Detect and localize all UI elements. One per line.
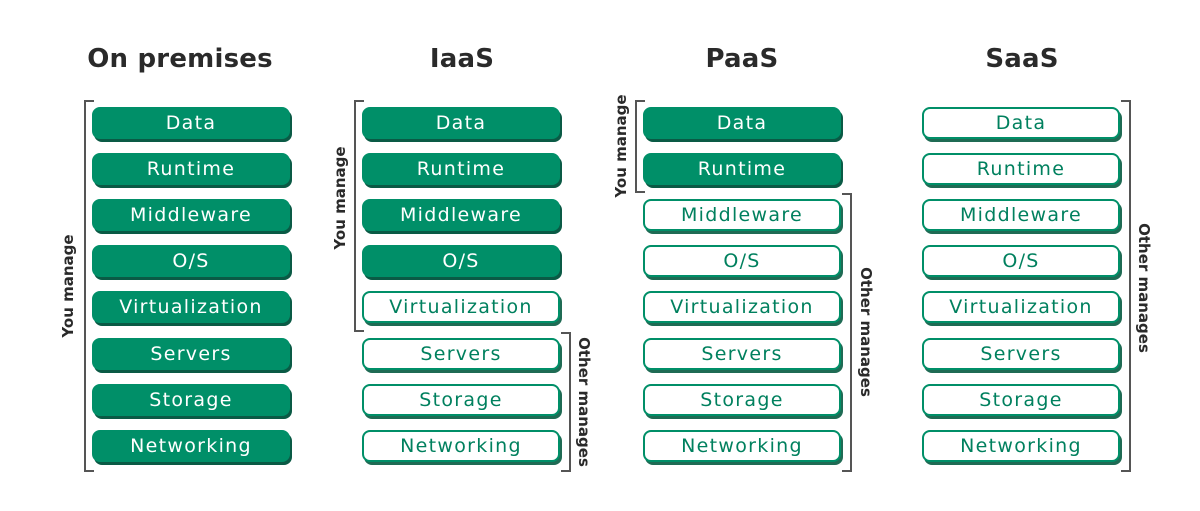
layer-runtime: Runtime <box>362 153 560 185</box>
layer-storage: Storage <box>643 384 841 416</box>
other-manages-label-saas: Other manages <box>1135 223 1153 353</box>
you-manage-bracket-iaas <box>354 100 364 332</box>
you-manage-label-paas: You manage <box>612 94 630 198</box>
layer-os: O/S <box>92 245 290 277</box>
layer-middleware: Middleware <box>922 199 1120 231</box>
layer-networking: Networking <box>92 430 290 462</box>
layer-os: O/S <box>922 245 1120 277</box>
other-manages-bracket-saas <box>1121 100 1131 472</box>
you-manage-bracket-paas <box>635 100 645 193</box>
other-manages-bracket-paas <box>842 193 852 472</box>
layer-storage: Storage <box>92 384 290 416</box>
layer-os: O/S <box>643 245 841 277</box>
layer-middleware: Middleware <box>362 199 560 231</box>
layer-storage: Storage <box>922 384 1120 416</box>
layer-networking: Networking <box>362 430 560 462</box>
layer-virtualization: Virtualization <box>362 291 560 323</box>
layer-runtime: Runtime <box>922 153 1120 185</box>
layer-middleware: Middleware <box>643 199 841 231</box>
layer-data: Data <box>643 107 841 139</box>
layer-data: Data <box>362 107 560 139</box>
layer-virtualization: Virtualization <box>643 291 841 323</box>
column-title-on-premises: On premises <box>87 44 273 74</box>
layer-data: Data <box>922 107 1120 139</box>
other-manages-label-paas: Other manages <box>857 267 875 397</box>
layer-servers: Servers <box>922 338 1120 370</box>
column-title-paas: PaaS <box>705 44 779 74</box>
layer-virtualization: Virtualization <box>922 291 1120 323</box>
layer-runtime: Runtime <box>643 153 841 185</box>
other-manages-bracket-iaas <box>561 332 571 472</box>
layer-data: Data <box>92 107 290 139</box>
layer-servers: Servers <box>643 338 841 370</box>
column-title-iaas: IaaS <box>429 44 495 74</box>
you-manage-label-iaas: You manage <box>331 146 349 250</box>
you-manage-bracket-on-premises <box>84 100 94 472</box>
layer-middleware: Middleware <box>92 199 290 231</box>
layer-networking: Networking <box>922 430 1120 462</box>
layer-virtualization: Virtualization <box>92 291 290 323</box>
column-title-saas: SaaS <box>985 44 1059 74</box>
layer-storage: Storage <box>362 384 560 416</box>
other-manages-label-iaas: Other manages <box>575 337 593 467</box>
layer-servers: Servers <box>362 338 560 370</box>
layer-os: O/S <box>362 245 560 277</box>
you-manage-label-on-premises: You manage <box>59 234 77 338</box>
layer-runtime: Runtime <box>92 153 290 185</box>
layer-servers: Servers <box>92 338 290 370</box>
layer-networking: Networking <box>643 430 841 462</box>
